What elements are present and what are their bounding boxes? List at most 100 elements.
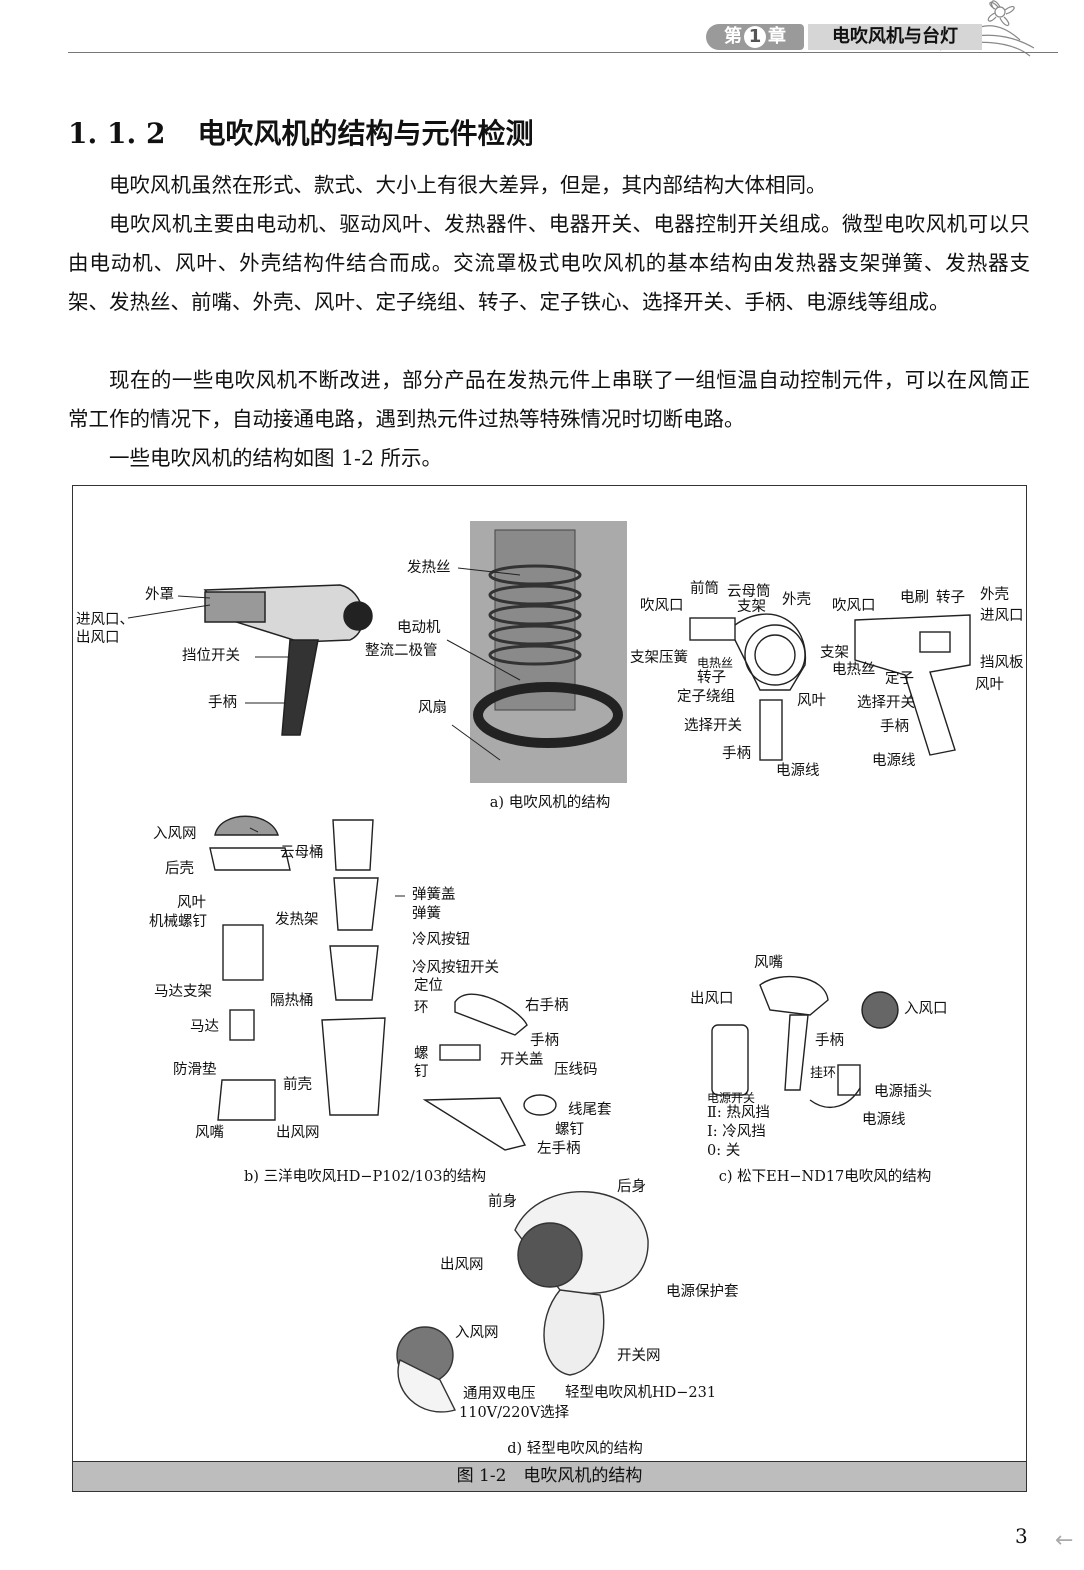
d1-blow-port: 吹风口 <box>640 598 684 614</box>
d-cord-guard: 电源保护套 <box>666 1284 739 1300</box>
d-dual-voltage-2: 110V/220V选择 <box>459 1405 570 1421</box>
b-motor: 马达 <box>190 1019 219 1035</box>
subcaption-c: c) 松下EH−ND17电吹风的结构 <box>718 1169 932 1185</box>
subcaption-b: b) 三洋电吹风HD−P102/103的结构 <box>244 1169 486 1185</box>
b-cold-button-switch: 冷风按钮开关 <box>412 960 499 976</box>
b-cold-button: 冷风按钮 <box>412 932 470 948</box>
b-heater-frame: 发热架 <box>275 912 319 928</box>
subcaption-a: a) 电吹风机的结构 <box>489 795 611 811</box>
b-switch-cover: 开关盖 <box>500 1052 544 1068</box>
c-off: 0: 关 <box>707 1143 741 1159</box>
d1-heating-wire: 电热丝 <box>697 656 734 670</box>
d1-mica-tube: 云母筒 <box>727 584 771 600</box>
d1-handle: 手柄 <box>722 746 751 762</box>
b-left-handle: 左手柄 <box>537 1141 581 1157</box>
b-anti-slip-pad: 防滑垫 <box>173 1062 217 1078</box>
d2-blow-port: 吹风口 <box>832 598 876 614</box>
d1-selector-switch: 选择开关 <box>684 718 742 734</box>
b-handle: 手柄 <box>530 1033 559 1049</box>
b-machine-screw: 机械螺钉 <box>149 914 207 930</box>
d2-inlet: 进风口 <box>980 608 1024 624</box>
c-power-switch: 电源开关 <box>707 1091 756 1105</box>
subcaption-d: d) 轻型电吹风的结构 <box>507 1441 643 1457</box>
label-outer-cover: 外罩 <box>145 587 174 603</box>
chapter-suffix: 章 <box>768 26 786 47</box>
header-rule <box>68 52 1058 53</box>
d-outlet-mesh: 出风网 <box>440 1257 484 1273</box>
c-hang-ring: 挂环 <box>810 1066 837 1081</box>
d1-shell: 外壳 <box>782 592 811 608</box>
figure-caption: 图 1-2 电吹风机的结构 <box>72 1461 1027 1492</box>
d1-bracket: 支架 <box>737 599 766 615</box>
d-switch-mesh: 开关网 <box>617 1348 661 1364</box>
b-right-handle: 右手柄 <box>525 998 569 1014</box>
b-outlet-mesh: 出风网 <box>276 1125 320 1141</box>
d1-power-cord: 电源线 <box>776 763 820 779</box>
b-spring-cap: 弹簧盖 <box>412 887 456 903</box>
label-inlet-outlet-1: 进风口、 <box>76 612 134 628</box>
b-positioning: 定位 <box>414 978 443 994</box>
d2-handle: 手柄 <box>880 719 909 735</box>
d2-stator: 定子 <box>885 671 914 687</box>
d-rear-body: 后身 <box>617 1179 646 1195</box>
d1-bracket-spring: 支架压簧 <box>630 650 688 666</box>
b-fan-blade: 风叶 <box>177 895 206 911</box>
paragraph-3: 现在的一些电吹风机不断改进，部分产品在发热元件上串联了一组恒温自动控制元件，可以… <box>68 368 1030 431</box>
d2-rotor: 转子 <box>936 590 965 606</box>
label-gear-switch: 挡位开关 <box>182 648 240 664</box>
d2-baffle: 挡风板 <box>980 655 1024 671</box>
section-title: 电吹风机的结构与元件检测 <box>197 117 534 150</box>
d2-bracket: 支架 <box>820 645 849 661</box>
b-rear-shell: 后壳 <box>165 861 194 877</box>
b-spring: 弹簧 <box>412 906 441 922</box>
label-inlet-outlet-2: 出风口 <box>76 630 120 646</box>
d2-power-cord: 电源线 <box>872 753 916 769</box>
d2-brush: 电刷 <box>900 590 929 606</box>
d2-fan-blade: 风叶 <box>975 677 1004 693</box>
c-inlet: 入风口 <box>904 1001 948 1017</box>
c-power-plug: 电源插头 <box>874 1084 932 1100</box>
c-cold-gear: Ⅰ: 冷风挡 <box>707 1124 766 1140</box>
page-number: 3 <box>1015 1524 1028 1548</box>
b-cord-sleeve: 线尾套 <box>568 1102 612 1118</box>
b-front-shell: 前壳 <box>283 1077 312 1093</box>
b-insulation-barrel: 隔热桶 <box>270 993 314 1009</box>
hairdryer-diagram-1 <box>689 613 807 761</box>
heat-gun-illustration <box>203 584 373 736</box>
b-nozzle: 风嘴 <box>195 1125 224 1141</box>
d2-heating-wire: 电热丝 <box>832 662 876 678</box>
arrow-left-icon: ← <box>1055 1528 1074 1553</box>
label-handle: 手柄 <box>208 695 237 711</box>
b-screw: 螺钉 <box>555 1122 584 1138</box>
compact-dryer-illustration <box>396 1190 649 1413</box>
b-mica-barrel: 云母桶 <box>280 845 324 861</box>
b-screw-2: 钉 <box>414 1064 429 1080</box>
c-hot-gear: Ⅱ: 热风挡 <box>707 1105 770 1121</box>
c-nozzle: 风嘴 <box>754 955 783 971</box>
chapter-title: 电吹风机与台灯 <box>808 24 982 50</box>
b-ring: 环 <box>414 1000 429 1016</box>
d1-rotor: 转子 <box>697 670 726 686</box>
c-handle: 手柄 <box>815 1033 844 1049</box>
exploded-view-illustration <box>209 815 557 1151</box>
c-outlet: 出风口 <box>690 991 734 1007</box>
d2-selector-switch: 选择开关 <box>857 695 915 711</box>
label-fan: 风扇 <box>418 700 447 716</box>
heater-coil-photo <box>470 521 627 783</box>
paragraph-2: 电吹风机主要由电动机、驱动风叶、发热器件、电器开关、电器控制开关组成。微型电吹风… <box>68 212 1030 314</box>
d-dual-voltage-1: 通用双电压 <box>463 1386 536 1402</box>
label-heating-wire: 发热丝 <box>407 560 451 576</box>
leader-lines <box>127 567 521 897</box>
d-model-name: 轻型电吹风机HD−231 <box>565 1385 717 1401</box>
hairdryer-diagram-2 <box>854 614 971 756</box>
label-rectifier: 整流二极管 <box>365 643 438 659</box>
d-front-body: 前身 <box>488 1194 517 1210</box>
chapter-prefix: 第 <box>724 26 742 47</box>
paragraph-1: 电吹风机虽然在形式、款式、大小上有很大差异，但是，其内部结构大体相同。 <box>109 173 827 197</box>
label-motor: 电动机 <box>397 620 441 636</box>
d1-fan-blade: 风叶 <box>797 693 826 709</box>
chapter-number: 1 <box>744 26 766 48</box>
